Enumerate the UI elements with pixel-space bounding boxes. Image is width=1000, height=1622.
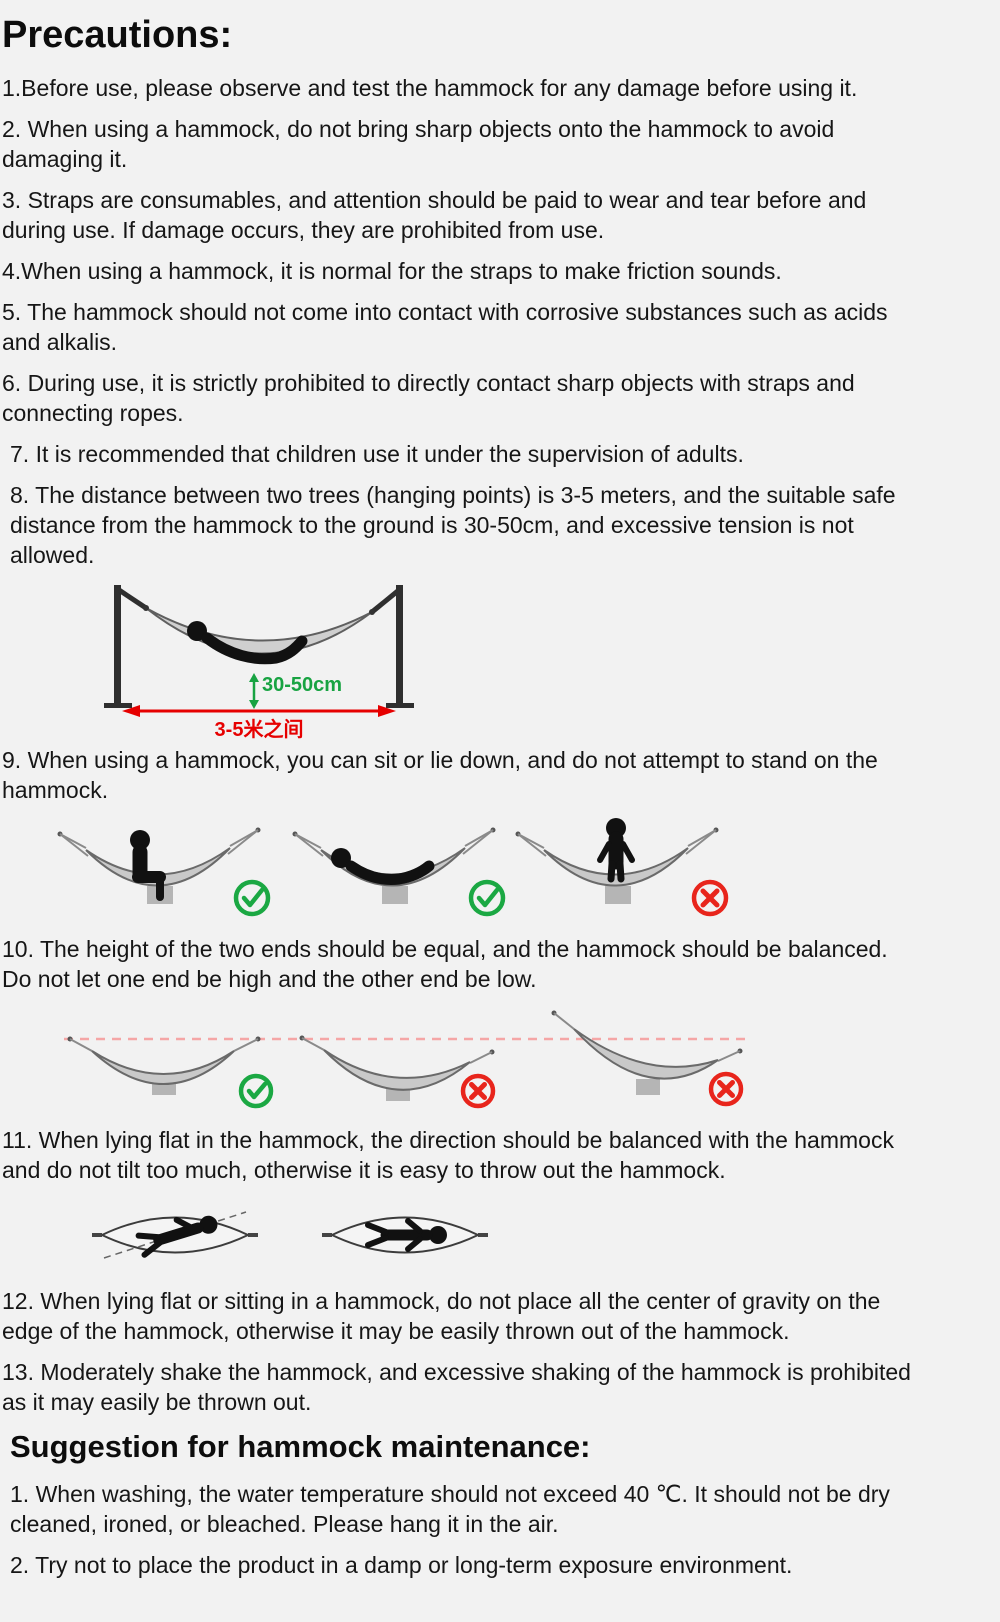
precaution-item-3: 3. Straps are consumables, and attention… xyxy=(2,187,867,243)
check-icon xyxy=(233,879,271,917)
precaution-item-11: 11. When lying flat in the hammock, the … xyxy=(2,1127,894,1183)
precaution-item-9: 9. When using a hammock, you can sit or … xyxy=(2,747,878,803)
maintenance-item-2: 2. Try not to place the product in a dam… xyxy=(10,1552,793,1578)
precaution-item-13: 13. Moderately shake the hammock, and ex… xyxy=(2,1359,911,1415)
precautions-page: Precautions: 1.Before use, please observ… xyxy=(0,14,1000,1580)
precaution-item-12: 12. When lying flat or sitting in a hamm… xyxy=(2,1288,881,1344)
check-icon xyxy=(468,879,506,917)
maintenance-item-1: 1. When washing, the water temperature s… xyxy=(10,1481,890,1537)
standing-forbidden-figure xyxy=(515,818,729,917)
lying-person-icon xyxy=(187,621,308,665)
precaution-item-10: 10. The height of the two ends should be… xyxy=(2,936,888,992)
tilted-lying-topview xyxy=(92,1211,258,1259)
lying-ok-figure xyxy=(292,827,506,917)
posture-diagram xyxy=(54,816,744,922)
tilted-hammock-forbidden-1 xyxy=(299,1035,496,1109)
precaution-item-1: 1.Before use, please observe and test th… xyxy=(2,75,858,101)
hanging-distance-illustration xyxy=(104,585,414,717)
posture-illustration xyxy=(57,818,729,917)
precaution-item-6: 6. During use, it is strictly prohibited… xyxy=(2,370,855,426)
pole-right-icon xyxy=(370,585,414,708)
distance-range-label: 3-5米之间 xyxy=(214,719,304,741)
height-range-label: 30-50cm xyxy=(262,674,343,696)
direction-illustration xyxy=(92,1211,488,1259)
sitting-ok-figure xyxy=(57,827,271,917)
aligned-lying-topview xyxy=(322,1216,488,1254)
hammock-icon xyxy=(143,605,375,655)
cross-icon xyxy=(460,1073,496,1109)
pole-left-icon xyxy=(104,585,148,708)
maintenance-title: Suggestion for hammock maintenance: xyxy=(10,1429,591,1464)
precaution-item-4: 4.When using a hammock, it is normal for… xyxy=(2,258,782,284)
level-diagram xyxy=(62,1005,762,1115)
tilted-hammock-forbidden-2 xyxy=(551,1010,744,1107)
page-title: Precautions: xyxy=(2,14,233,56)
precaution-item-2: 2. When using a hammock, do not bring sh… xyxy=(2,116,835,172)
precaution-item-8: 8. The distance between two trees (hangi… xyxy=(10,482,896,568)
direction-diagram xyxy=(90,1196,500,1276)
level-hammock-ok xyxy=(67,1036,274,1109)
level-illustration xyxy=(64,1010,748,1109)
precaution-item-7: 7. It is recommended that children use i… xyxy=(10,441,744,467)
cross-icon xyxy=(691,879,729,917)
lying-person-icon xyxy=(365,1218,447,1252)
cross-icon xyxy=(708,1071,744,1107)
lying-person-icon xyxy=(135,1215,218,1258)
hanging-distance-diagram: 30-50cm 3-5米之间 xyxy=(94,581,474,741)
check-icon xyxy=(238,1073,274,1109)
distance-arrow-icon xyxy=(122,705,396,717)
precaution-item-5: 5. The hammock should not come into cont… xyxy=(2,299,888,355)
height-arrow-icon xyxy=(249,673,259,709)
